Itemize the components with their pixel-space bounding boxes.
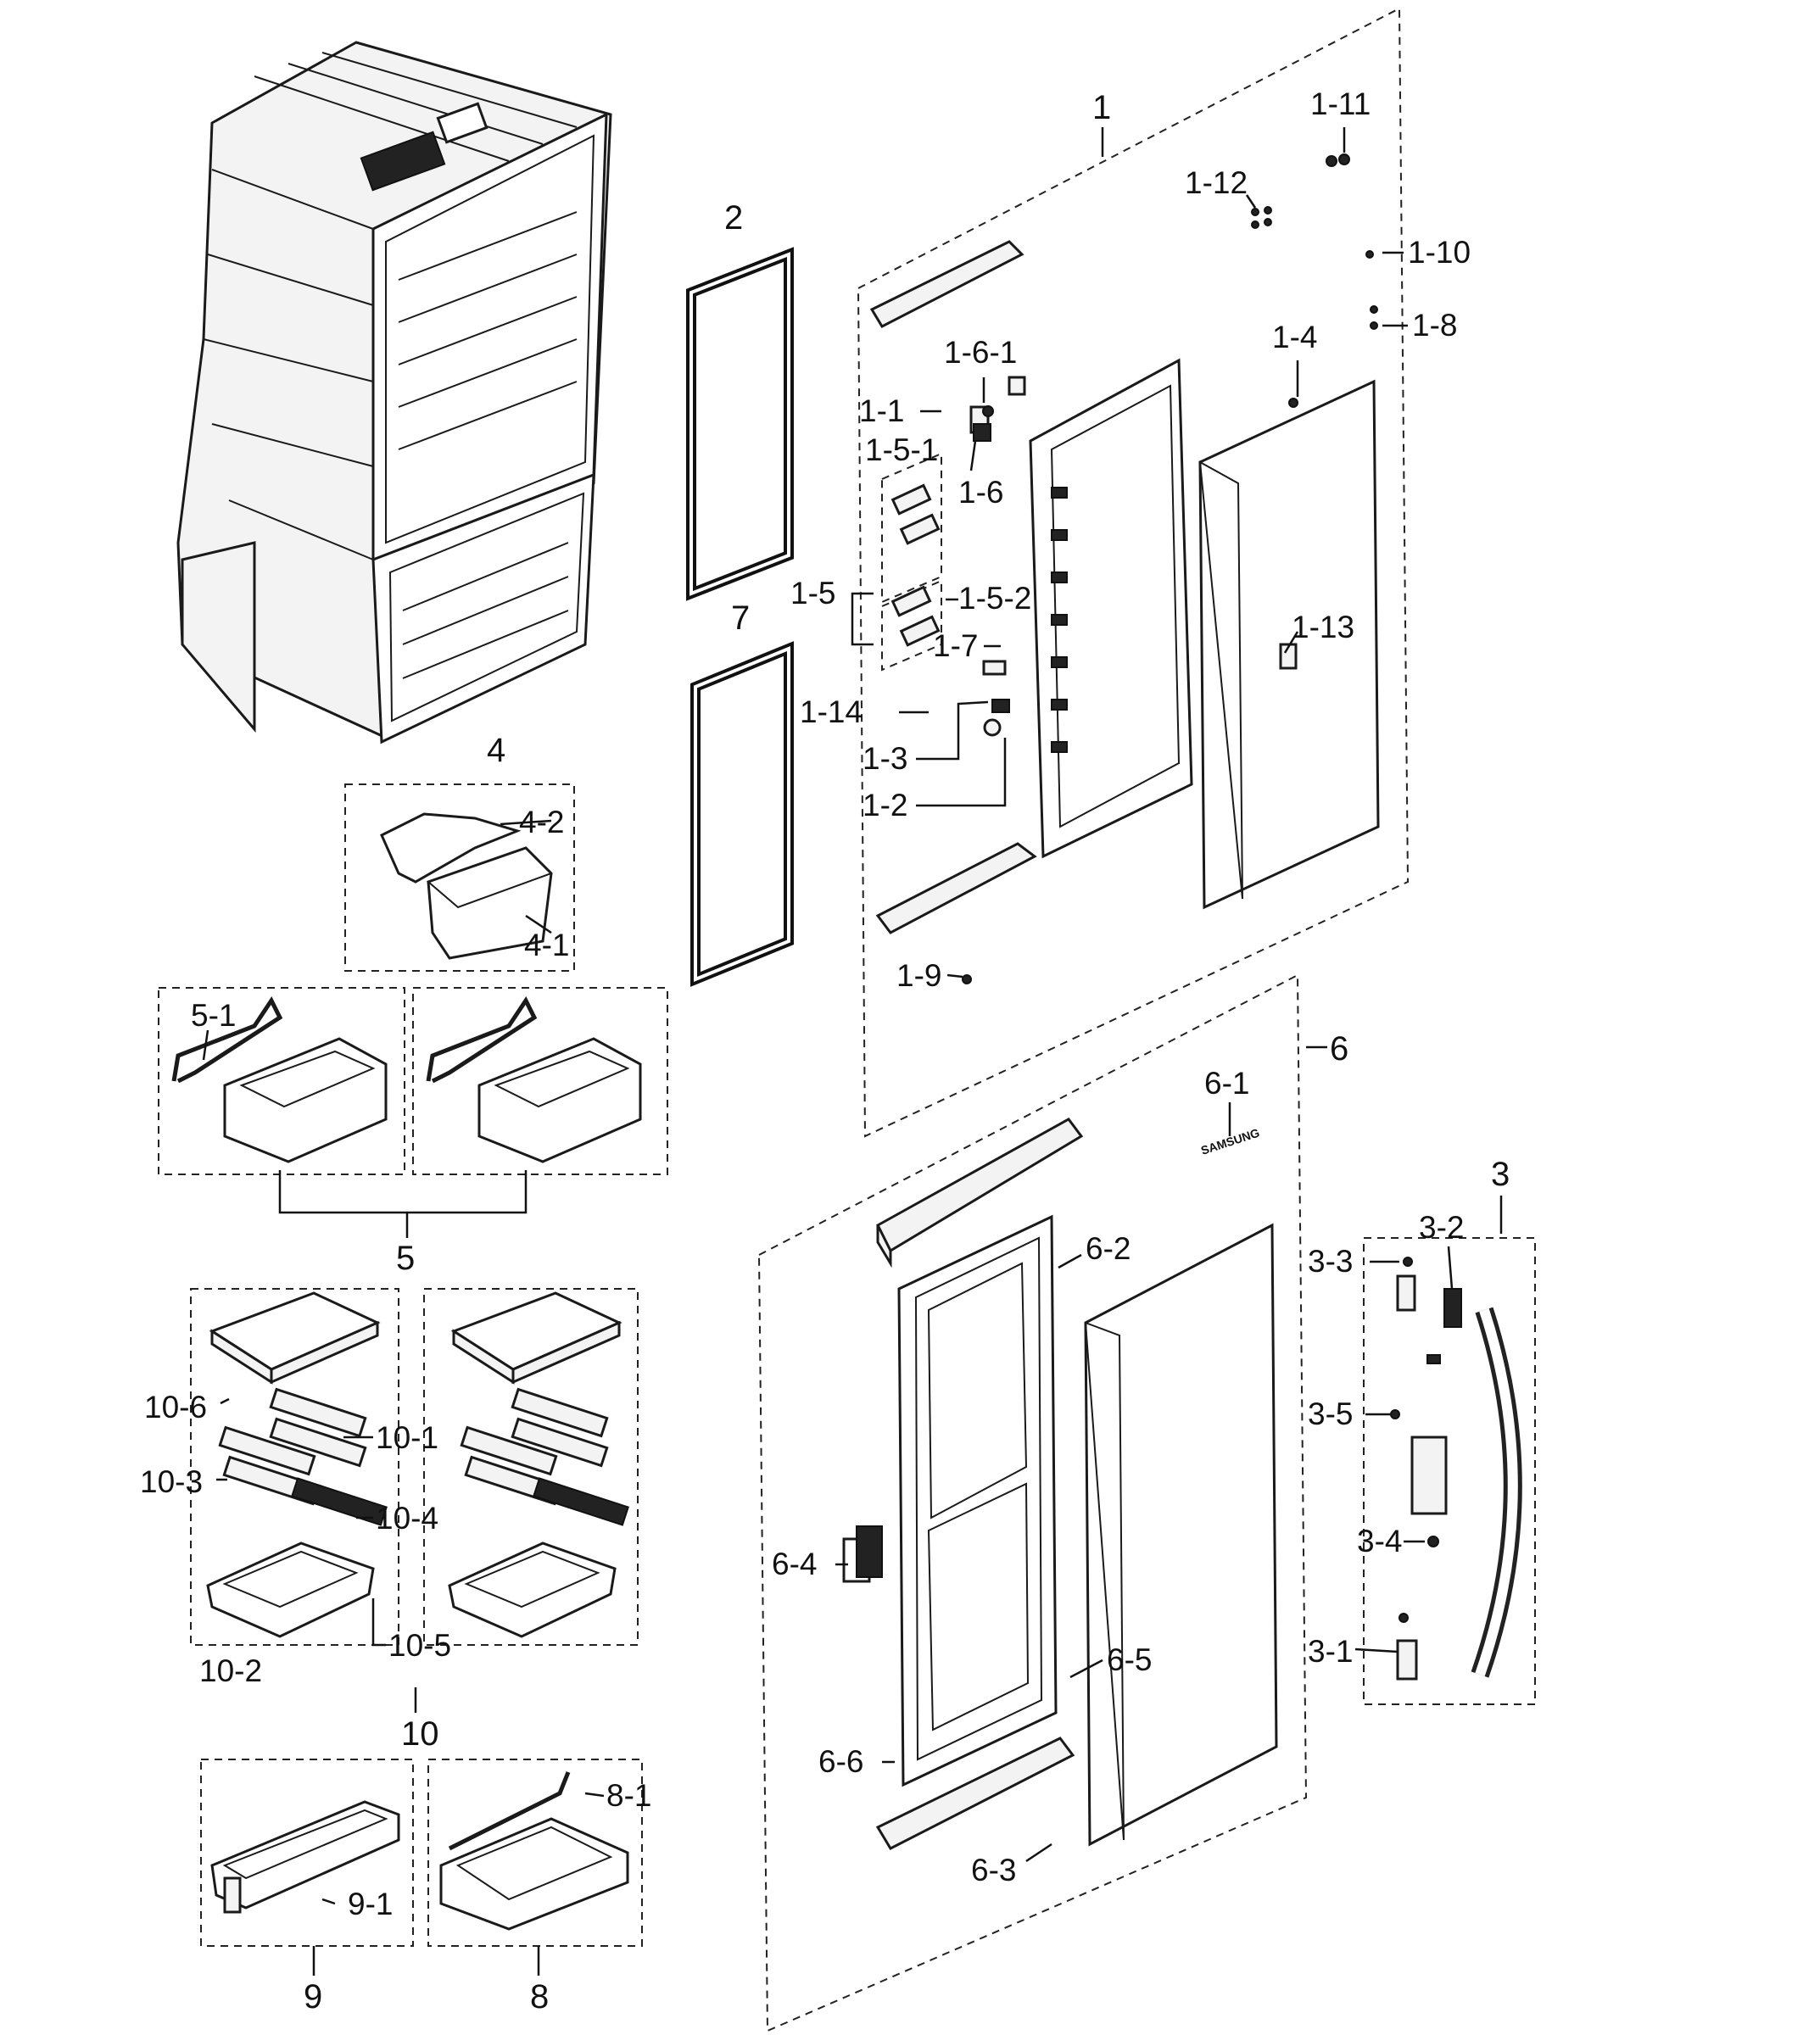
label-3-3: 3-3: [1308, 1244, 1353, 1279]
label-3-1: 3-1: [1308, 1634, 1353, 1669]
label-6-6: 6-6: [818, 1744, 863, 1779]
label-6-5: 6-5: [1107, 1642, 1152, 1677]
group-4-boundary: [344, 783, 575, 972]
label-4-1: 4-1: [524, 928, 569, 962]
label-1-14: 1-14: [800, 694, 863, 729]
label-9: 9: [304, 1978, 322, 2015]
label-1-5: 1-5: [790, 576, 835, 610]
handle-hardware-3: [1390, 1257, 1462, 1681]
hinge-parts-1-5: [881, 452, 942, 672]
label-1-10: 1-10: [1408, 235, 1471, 270]
label-10-4: 10-4: [376, 1501, 438, 1536]
guard-bin-right: [426, 996, 642, 1163]
label-10-6: 10-6: [144, 1390, 207, 1424]
freezer-door-upper-cap: [876, 1118, 1084, 1268]
label-1: 1: [1092, 89, 1111, 126]
label-1-7: 1-7: [933, 628, 978, 663]
freezer-door-outer-panel: [1084, 1223, 1278, 1847]
door-bin-8: [439, 1771, 629, 1931]
label-3-4: 3-4: [1357, 1524, 1402, 1558]
label-8-1: 8-1: [606, 1778, 651, 1813]
upper-door-liner: [1029, 358, 1193, 859]
label-1-11: 1-11: [1310, 86, 1371, 121]
group-8-boundary: [427, 1759, 643, 1947]
label-6-4: 6-4: [772, 1547, 817, 1581]
group-6-leader-lines: [835, 1045, 1327, 1863]
label-6-1: 6-1: [1204, 1066, 1249, 1101]
label-1-6: 1-6: [958, 475, 1003, 510]
label-1-3: 1-3: [863, 741, 907, 776]
freezer-door-liner: [897, 1214, 1058, 1787]
label-1-13: 1-13: [1292, 610, 1354, 644]
group-1-boundary: [857, 7, 1410, 1138]
group-3-leader-lines: [1354, 1196, 1503, 1653]
label-4: 4: [487, 732, 505, 769]
label-6-3: 6-3: [971, 1853, 1016, 1887]
group-3-boundary: [1363, 1237, 1536, 1705]
upper-door-cap: [869, 240, 1024, 328]
label-10: 10: [401, 1715, 439, 1753]
door-bin-9: [210, 1800, 400, 1914]
label-6-2: 6-2: [1086, 1231, 1131, 1266]
group-1-leader-lines: [851, 127, 1408, 978]
door-handle-3: [1471, 1307, 1522, 1678]
label-1-5-2: 1-5-2: [958, 581, 1031, 616]
group-10-left-boundary: [190, 1288, 399, 1646]
label-2: 2: [724, 199, 743, 237]
shelf-assembly-left: [206, 1291, 388, 1638]
label-1-5-1: 1-5-1: [865, 432, 938, 467]
label-3: 3: [1491, 1156, 1510, 1193]
label-1-12: 1-12: [1185, 165, 1248, 200]
label-10-3: 10-3: [140, 1464, 203, 1499]
label-10-5: 10-5: [388, 1628, 451, 1663]
label-1-9: 1-9: [896, 958, 941, 993]
label-1-4: 1-4: [1272, 320, 1317, 354]
label-3-2: 3-2: [1419, 1210, 1464, 1245]
door-gasket-upper: [686, 247, 794, 601]
label-10-2: 10-2: [199, 1653, 262, 1688]
door-bin-4: [380, 812, 553, 960]
hinge-parts-small: [962, 153, 1378, 984]
group-6-boundary: [757, 973, 1308, 2032]
label-3-5: 3-5: [1308, 1397, 1353, 1431]
label-5-1: 5-1: [191, 998, 236, 1033]
lower-door-cap: [875, 842, 1037, 934]
freezer-door-lower-cap: [875, 1737, 1075, 1850]
door-switch-6-4: [842, 1525, 883, 1583]
label-4-2: 4-2: [519, 805, 564, 839]
group-5-right-boundary: [412, 987, 668, 1175]
label-1-8: 1-8: [1412, 308, 1457, 343]
label-1-1: 1-1: [859, 393, 904, 428]
guard-bin-left: [171, 996, 388, 1163]
group-9-boundary: [200, 1759, 414, 1947]
group-5-left-boundary: [158, 987, 405, 1175]
label-1-6-1: 1-6-1: [944, 335, 1017, 370]
label-1-2: 1-2: [863, 788, 907, 822]
label-10-1: 10-1: [376, 1420, 438, 1455]
label-5: 5: [396, 1240, 415, 1277]
label-9-1: 9-1: [348, 1887, 393, 1921]
label-7: 7: [731, 599, 750, 637]
refrigerator-cabinet: [176, 41, 612, 744]
label-6: 6: [1330, 1030, 1348, 1068]
shelf-assembly-right: [448, 1291, 629, 1638]
door-gasket-lower: [690, 641, 794, 987]
label-8: 8: [530, 1978, 549, 2015]
